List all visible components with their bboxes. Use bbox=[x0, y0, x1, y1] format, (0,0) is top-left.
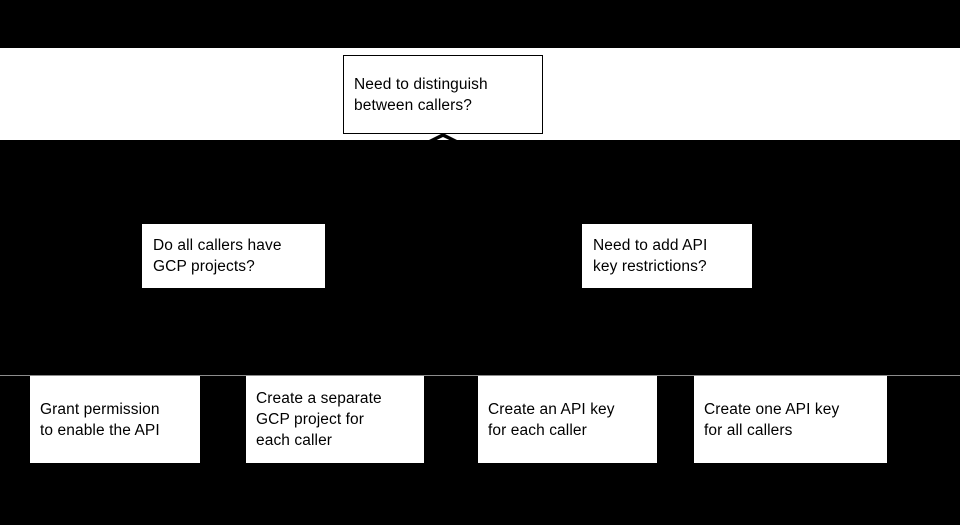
root-branch-connector-icon bbox=[419, 133, 467, 145]
decision-node-api-key-restrictions-label: Need to add API key restrictions? bbox=[593, 237, 708, 275]
decision-node-distinguish-callers-label: Need to distinguish between callers? bbox=[354, 75, 488, 114]
outcome-node-api-key-all-callers-label: Create one API key for all callers bbox=[704, 400, 840, 439]
outcome-node-api-key-each-caller[interactable]: Create an API key for each caller bbox=[478, 376, 657, 463]
outcome-node-grant-permission-label: Grant permission to enable the API bbox=[40, 400, 160, 439]
outcome-node-grant-permission[interactable]: Grant permission to enable the API bbox=[30, 376, 200, 463]
outcome-node-api-key-each-caller-label: Create an API key for each caller bbox=[488, 400, 615, 439]
decision-node-distinguish-callers[interactable]: Need to distinguish between callers? bbox=[343, 55, 543, 134]
decision-node-api-key-restrictions[interactable]: Need to add API key restrictions? bbox=[582, 224, 752, 288]
outcome-node-api-key-all-callers[interactable]: Create one API key for all callers bbox=[694, 376, 887, 463]
outcome-node-separate-gcp-project[interactable]: Create a separate GCP project for each c… bbox=[246, 376, 424, 463]
decision-node-gcp-projects[interactable]: Do all callers have GCP projects? bbox=[142, 224, 325, 288]
outcome-row-rule bbox=[0, 375, 960, 376]
outcome-node-separate-gcp-project-label: Create a separate GCP project for each c… bbox=[256, 390, 382, 449]
decision-node-gcp-projects-label: Do all callers have GCP projects? bbox=[153, 237, 282, 275]
